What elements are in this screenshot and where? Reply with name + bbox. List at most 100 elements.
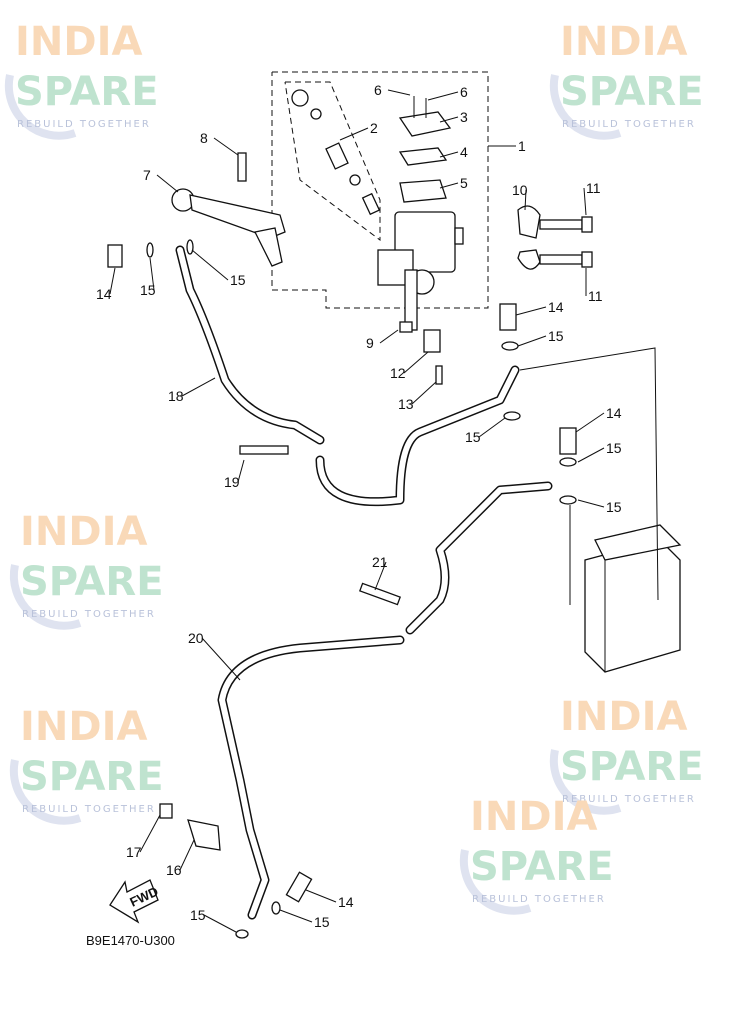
watermark-text: REBUILD TOGETHER: [17, 119, 151, 130]
leader-line: [339, 127, 369, 141]
watermark-text: SPARE: [15, 69, 159, 115]
watermark-wrench-icon: [549, 74, 622, 140]
callout-21: 21: [372, 554, 388, 591]
callout-number: 2: [370, 120, 378, 136]
callout-number: 6: [460, 84, 468, 100]
callout-number: 7: [143, 167, 151, 183]
callout-14: 14: [575, 405, 622, 433]
callout-20: 20: [188, 630, 241, 681]
brake-switch: [423, 329, 441, 353]
callout-number: 4: [460, 144, 468, 160]
watermark-text: SPARE: [560, 69, 704, 115]
screw: [435, 365, 443, 385]
callout-2: 2: [339, 120, 378, 141]
callout-number: 14: [548, 299, 564, 315]
nut: [399, 321, 413, 333]
callout-15: 15: [465, 417, 506, 445]
leader-line: [149, 257, 155, 291]
leader-line: [577, 499, 605, 508]
watermark-text: REBUILD TOGETHER: [562, 794, 696, 805]
callout-15: 15: [140, 257, 156, 298]
callout-number: 12: [390, 365, 406, 381]
watermark-text: INDIA: [560, 694, 687, 740]
callout-number: 14: [338, 894, 354, 910]
brake-hoses: [175, 245, 553, 920]
watermark-text: SPARE: [560, 744, 704, 790]
watermark-text: INDIA: [560, 19, 687, 65]
callout-10: 10: [512, 182, 528, 211]
watermark-wrench-icon: [4, 74, 77, 140]
callout-number: 17: [126, 844, 142, 860]
pivot-bolt: [237, 152, 247, 182]
leader-line: [515, 306, 547, 316]
leader-line: [237, 459, 245, 483]
handlebar-clamp: [517, 205, 593, 270]
callout-number: 11: [588, 288, 603, 304]
callout-number: 10: [512, 182, 528, 198]
leader-line: [403, 351, 429, 374]
callout-number: 15: [606, 440, 622, 456]
leader-line: [387, 89, 411, 96]
fwd-arrow: FWD: [109, 879, 161, 924]
callout-number: 15: [230, 272, 246, 288]
watermark-wrench-icon: [9, 564, 82, 630]
callout-8: 8: [200, 130, 239, 156]
callout-14: 14: [305, 889, 354, 910]
diagram-code: B9E1470-U300: [86, 933, 175, 948]
watermark-text: INDIA: [470, 794, 597, 840]
callout-number: 1: [518, 138, 526, 154]
callout-number: 15: [140, 282, 156, 298]
brake-lever: [171, 188, 286, 267]
union-bolt: [559, 427, 577, 455]
callout-17: 17: [126, 814, 161, 860]
watermark-text: REBUILD TOGETHER: [22, 804, 156, 815]
callout-number: 8: [200, 130, 208, 146]
leader-line: [179, 839, 195, 871]
leader-line: [524, 189, 527, 211]
callout-7: 7: [143, 167, 179, 193]
leader-line: [478, 417, 506, 438]
union-bolt: [499, 303, 517, 331]
callout-11: 11: [583, 180, 601, 216]
watermark-text: INDIA: [20, 509, 147, 555]
callout-number: 15: [548, 328, 564, 344]
callout-number: 18: [168, 388, 184, 404]
callout-11: 11: [585, 268, 603, 304]
callout-15: 15: [577, 499, 622, 515]
leader-line: [156, 174, 179, 193]
leader-line: [583, 187, 587, 216]
leader-line: [139, 814, 161, 853]
callout-19: 19: [224, 459, 245, 490]
callout-15: 15: [577, 440, 622, 463]
callout-number: 20: [188, 630, 204, 646]
callout-14: 14: [515, 299, 564, 316]
callout-6: 6: [427, 84, 468, 101]
leader-line: [577, 447, 605, 463]
callout-number: 16: [166, 862, 182, 878]
callout-15: 15: [279, 909, 330, 930]
master-cylinder: [377, 211, 464, 331]
bolt: [159, 803, 173, 819]
callout-12: 12: [390, 351, 429, 381]
leader-line: [411, 381, 437, 405]
callout-15: 15: [191, 249, 246, 288]
leader-line: [439, 151, 459, 158]
washers: [146, 239, 577, 939]
watermark-text: REBUILD TOGETHER: [472, 894, 606, 905]
callout-number: 15: [606, 499, 622, 515]
leader-line: [427, 91, 459, 101]
leader-line: [203, 914, 237, 933]
callout-15: 15: [190, 907, 237, 933]
callout-number: 19: [224, 474, 240, 490]
bolt: [239, 445, 289, 455]
callout-number: 5: [460, 175, 468, 191]
leader-line: [201, 637, 241, 681]
callout-number: 21: [372, 554, 388, 570]
